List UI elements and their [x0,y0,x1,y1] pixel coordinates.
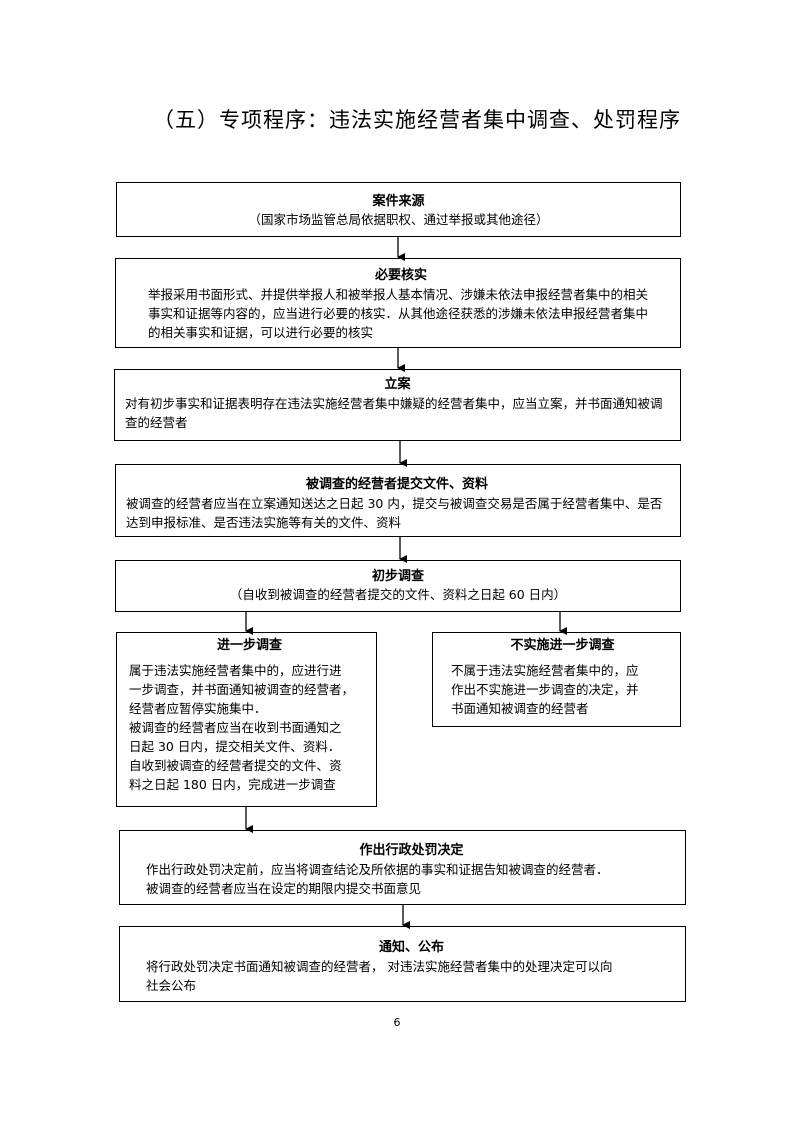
step-penalty-decision: 作出行政处罚决定 作出行政处罚决定前，应当将调查结论及所依据的事实和证据告知被调… [119,830,686,905]
step-further-line: 被调查的经营者应当在收到书面通知之 [129,720,342,735]
step-decision-title: 作出行政处罚决定 [359,843,464,858]
step-decision-line: 被调查的经营者应当在设定的期限内提交书面意见 [146,881,422,896]
step-further-title: 进一步调查 [216,638,282,653]
step-preliminary-title: 初步调查 [371,569,424,584]
step-filing-text: 对有初步事实和证据表明存在违法实施经营者集中嫌疑的经营者集中，应当立案，并书面通… [125,396,663,430]
step-no-further-title: 不实施进一步调查 [510,638,615,653]
step-further-line: 日起 30 日内，提交相关文件、资料． [129,739,341,754]
step-verification-title: 必要核实 [374,268,427,283]
step-submission-text: 被调查的经营者应当在立案通知送达之日起 30 内，提交与被调查交易是否属于经营者… [126,496,663,530]
step-submission-title: 被调查的经营者提交文件、资料 [305,477,488,492]
step-notice-line: 社会公布 [146,978,197,993]
step-preliminary-investigation: 初步调查 （自收到被调查的经营者提交的文件、资料之日起 60 日内） [115,560,681,612]
step-further-line: 料之日起 180 日内，完成进一步调查 [129,777,336,792]
step-further-line: 自收到被调查的经营者提交的文件、资 [129,758,342,773]
step-notice-line: 将行政处罚决定书面通知被调查的经营者， 对违法实施经营者集中的处理决定可以向 [146,959,613,974]
step-further-investigation: 进一步调查 属于违法实施经营者集中的，应进行进 一步调查，并书面通知被调查的经营… [116,632,377,807]
page-title: （五）专项程序：违法实施经营者集中调查、处罚程序 [153,108,681,132]
step-notice-title: 通知、公布 [378,940,444,955]
step-further-line: 属于违法实施经营者集中的，应进行进 [129,663,342,678]
step-submission: 被调查的经营者提交文件、资料 被调查的经营者应当在立案通知送达之日起 30 内，… [115,464,681,537]
step-filing: 立案 对有初步事实和证据表明存在违法实施经营者集中嫌疑的经营者集中，应当立案，并… [114,369,681,441]
step-decision-line: 作出行政处罚决定前，应当将调查结论及所依据的事实和证据告知被调查的经营者． [146,862,609,877]
step-no-further-investigation: 不实施进一步调查 不属于违法实施经营者集中的，应 作出不实施进一步调查的决定，并… [432,632,681,727]
step-notice-publication: 通知、公布 将行政处罚决定书面通知被调查的经营者， 对违法实施经营者集中的处理决… [119,926,686,1002]
step-preliminary-sub: （自收到被调查的经营者提交的文件、资料之日起 60 日内） [229,587,567,602]
step-no-further-line: 书面通知被调查的经营者 [451,701,589,716]
step-case-source-sub: （国家市场监管总局依据职权、通过举报或其他途径） [248,212,549,227]
step-case-source-title: 案件来源 [372,194,425,209]
step-case-source: 案件来源 （国家市场监管总局依据职权、通过举报或其他途径） [116,182,681,237]
step-no-further-line: 作出不实施进一步调查的决定，并 [451,682,639,697]
step-further-line: 经营者应暂停实施集中． [129,701,267,716]
step-further-line: 一步调查，并书面通知被调查的经营者， [129,682,355,697]
step-filing-title: 立案 [384,377,411,392]
step-no-further-line: 不属于违法实施经营者集中的，应 [451,663,639,678]
step-verification-text: 举报采用书面形式、并提供举报人和被举报人基本情况、涉嫌未依法申报经营者集中的相关… [148,287,649,340]
page-number: 6 [393,1016,401,1029]
